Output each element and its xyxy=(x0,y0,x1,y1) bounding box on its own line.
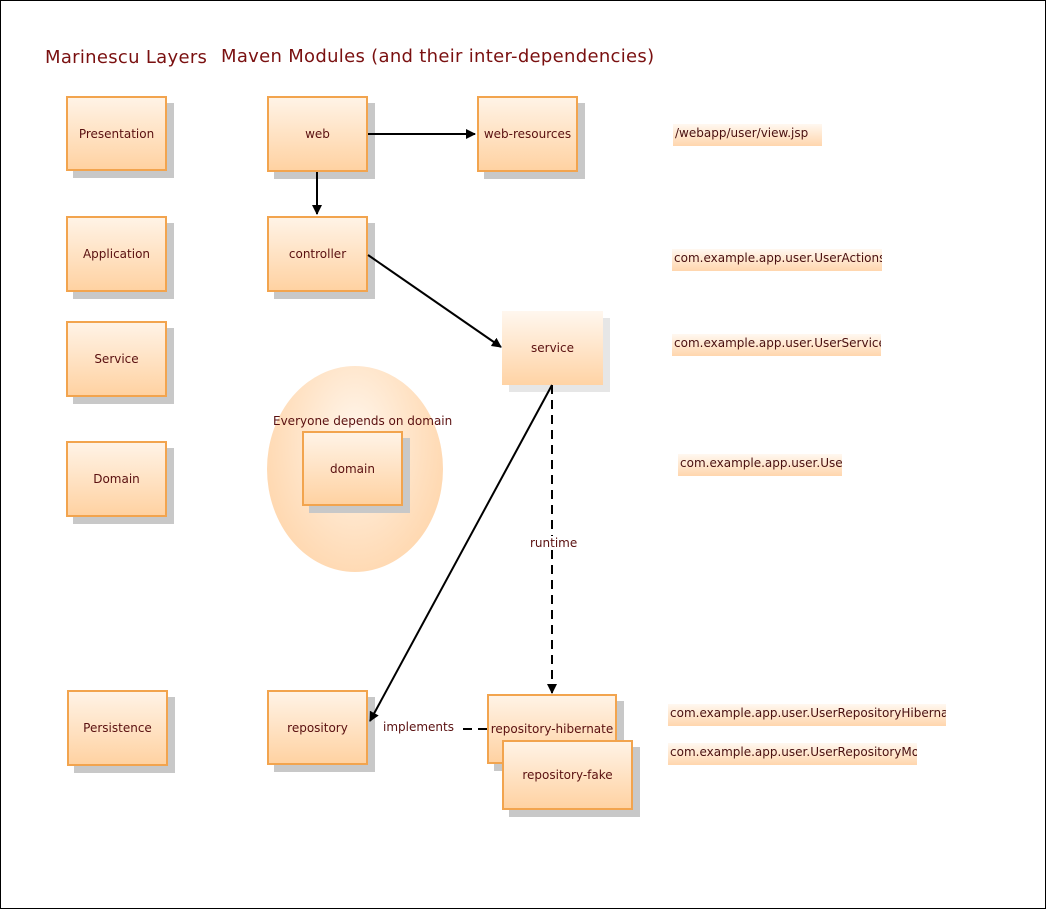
layer-application[interactable]: Application xyxy=(66,216,167,292)
layer-persistence[interactable]: Persistence xyxy=(67,690,168,766)
note-user-service: com.example.app.user.UserService xyxy=(672,334,881,356)
module-web[interactable]: web xyxy=(267,96,368,172)
layer-service[interactable]: Service xyxy=(66,321,167,397)
layers-heading: Marinescu Layers xyxy=(45,47,208,68)
note-user-actions: com.example.app.user.UserActions xyxy=(672,249,882,271)
note-user-repository-hibernate: com.example.app.user.UserRepositoryHiber… xyxy=(668,704,946,726)
edge-controller-to-service xyxy=(367,254,502,348)
layer-presentation[interactable]: Presentation xyxy=(66,96,167,171)
domain-group-label: Everyone depends on domain xyxy=(273,414,453,428)
modules-heading: Maven Modules (and their inter-dependenc… xyxy=(221,46,655,67)
module-domain[interactable]: domain xyxy=(302,431,403,506)
module-repository-fake[interactable]: repository-fake xyxy=(502,740,633,810)
edge-service-to-repository xyxy=(369,384,553,722)
note-view-jsp: /webapp/user/view.jsp xyxy=(673,124,822,146)
note-user: com.example.app.user.Use xyxy=(678,454,842,476)
note-user-repository-mock: com.example.app.user.UserRepositoryMoc xyxy=(668,743,917,765)
layer-domain[interactable]: Domain xyxy=(66,441,167,517)
edge-label-runtime: runtime xyxy=(528,536,580,550)
module-repository[interactable]: repository xyxy=(267,690,368,765)
edge-label-implements: implements xyxy=(381,720,456,734)
module-web-resources[interactable]: web-resources xyxy=(477,96,578,172)
module-controller[interactable]: controller xyxy=(267,216,368,292)
module-service[interactable]: service xyxy=(502,311,603,385)
